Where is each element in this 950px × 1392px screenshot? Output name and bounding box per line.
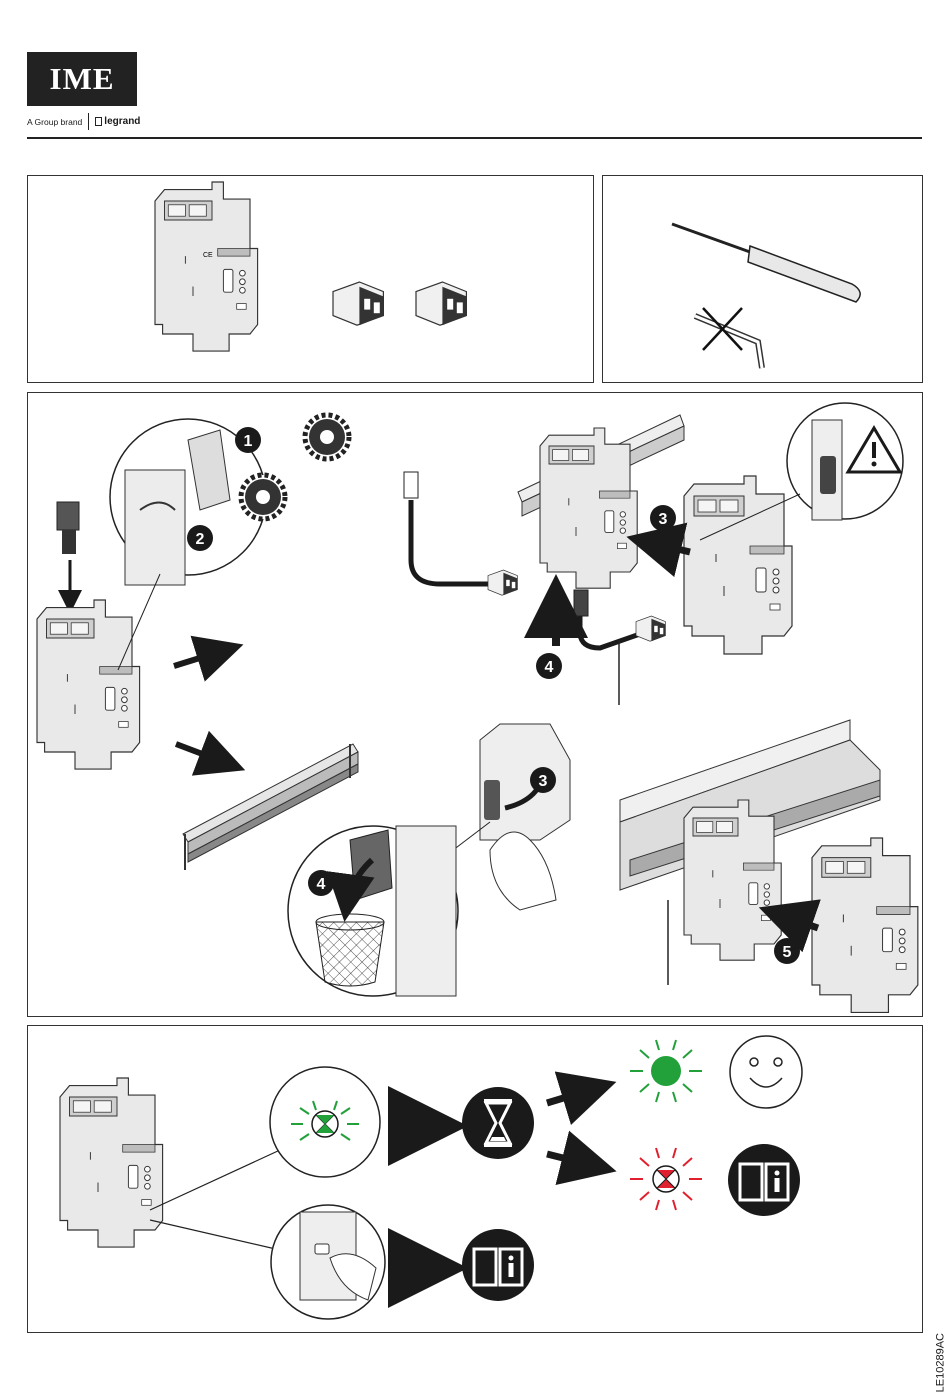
cross-icon <box>703 308 742 350</box>
rj-connector-icon <box>57 502 79 554</box>
document-reference: LE10289AC <box>934 1333 946 1392</box>
svg-text:4: 4 <box>545 659 554 676</box>
hourglass-icon <box>462 1087 534 1159</box>
step-badge: 5 <box>774 938 800 964</box>
module-device-icon <box>684 476 792 654</box>
rj-cable <box>404 472 517 595</box>
module-device-icon <box>540 428 637 588</box>
step-badge: 4 <box>308 870 334 896</box>
arrow-icon <box>176 744 234 766</box>
smiley-icon <box>730 1036 802 1108</box>
led-blinking-icon <box>270 1067 380 1177</box>
illustrations: 1 2 3 <box>0 0 950 1360</box>
svg-text:3: 3 <box>539 773 548 790</box>
arrow-icon <box>640 540 690 552</box>
rj-connector-icon <box>333 282 383 325</box>
module-device-icon <box>155 182 258 351</box>
module-device-icon <box>480 724 570 840</box>
screwdriver-icon <box>672 224 860 302</box>
arrow-icon <box>174 648 232 666</box>
step-badge: 2 <box>187 525 213 551</box>
zoom-detail-open-cover <box>110 419 266 670</box>
step-badge: 4 <box>536 653 562 679</box>
step-badge: 3 <box>650 505 676 531</box>
svg-text:2: 2 <box>196 531 205 548</box>
arrow-icon <box>547 1086 603 1103</box>
rj-cable <box>574 590 665 705</box>
trash-bin-icon <box>316 914 384 986</box>
svg-text:1: 1 <box>244 433 253 450</box>
led-green-icon <box>630 1040 702 1102</box>
manual-info-icon <box>462 1229 534 1301</box>
rj-connector-icon <box>416 282 466 325</box>
svg-text:3: 3 <box>659 511 668 528</box>
step-badge: 1 <box>235 427 261 453</box>
svg-text:5: 5 <box>783 944 792 961</box>
module-device-icon <box>60 1078 163 1247</box>
led-red-icon <box>630 1148 702 1210</box>
module-device-icon <box>812 838 918 1012</box>
hand-icon <box>490 832 556 910</box>
step-badge: 3 <box>530 767 556 793</box>
svg-text:4: 4 <box>317 876 326 893</box>
arrow-icon <box>547 1154 603 1168</box>
module-device-icon <box>684 800 781 960</box>
zoom-detail-button-press <box>271 1205 385 1319</box>
module-device-icon <box>37 600 140 769</box>
ce-mark: CE <box>203 252 213 259</box>
manual-info-icon <box>728 1144 800 1216</box>
